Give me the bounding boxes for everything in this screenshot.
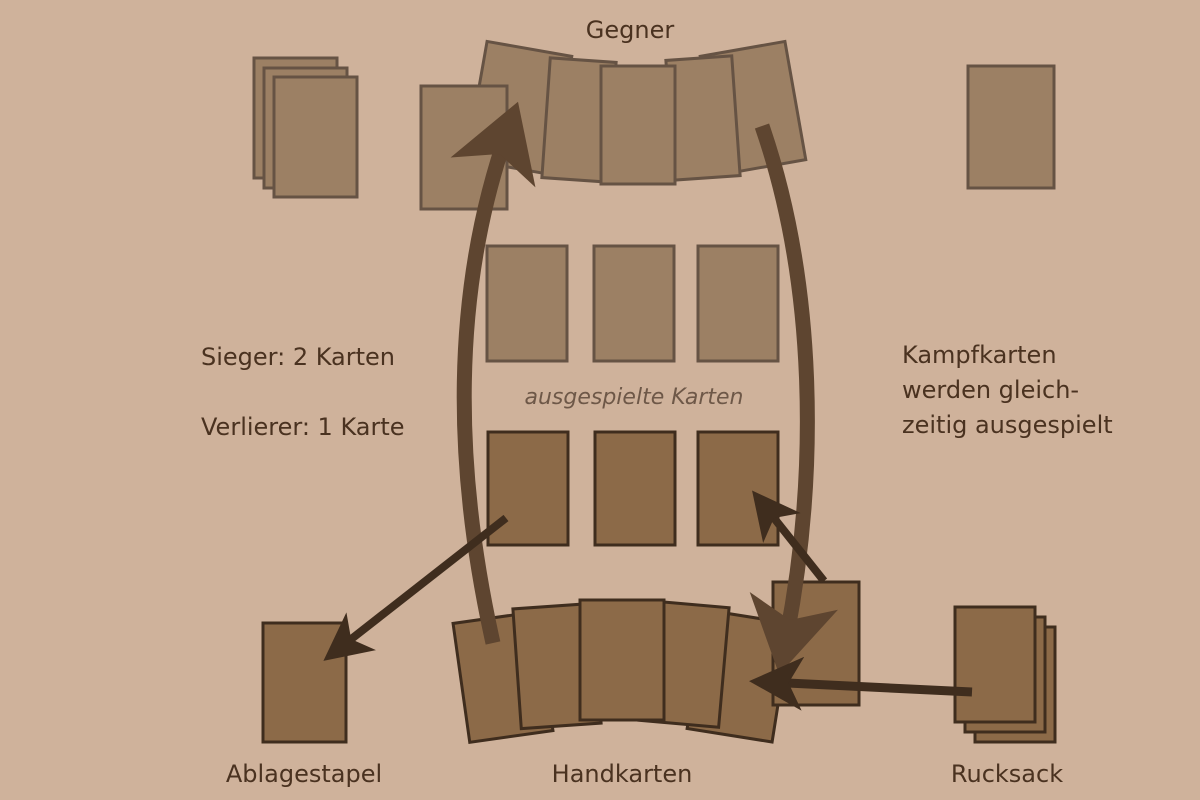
discard-pile-label: Ablagestapel <box>225 760 383 788</box>
hand-cards-label: Handkarten <box>551 760 693 788</box>
discard-pile-card <box>261 621 348 744</box>
opponent-backpack <box>966 64 1056 190</box>
combat-note: Kampfkarten werden gleich- zeitig ausges… <box>902 338 1113 443</box>
arrow-drawn-to-played <box>752 490 828 584</box>
combat-note-line-3: zeitig ausgespielt <box>902 411 1113 439</box>
arrow-backpack-to-hand <box>749 656 973 711</box>
player-played-cards <box>486 430 780 547</box>
backpack-label: Rucksack <box>950 760 1064 788</box>
arrow-hand-to-opponent <box>450 101 536 645</box>
opponent-hand <box>464 39 808 186</box>
loser-rule-label: Verlierer: 1 Karte <box>201 413 405 441</box>
arrow-opponent-to-hand <box>749 123 838 675</box>
arrow-played-to-discard <box>323 514 509 661</box>
opponent-label: Gegner <box>585 16 675 44</box>
winner-rule-label: Sieger: 2 Karten <box>201 343 396 371</box>
combat-note-line-1: Kampfkarten <box>902 341 1057 369</box>
opponent-draw-pile <box>252 56 359 199</box>
played-cards-label: ausgespielte Karten <box>524 385 744 410</box>
backpack-pile <box>953 605 1057 744</box>
player-hand <box>451 598 793 744</box>
combat-note-line-2: werden gleich- <box>902 376 1080 404</box>
opponent-played-cards <box>485 244 780 363</box>
